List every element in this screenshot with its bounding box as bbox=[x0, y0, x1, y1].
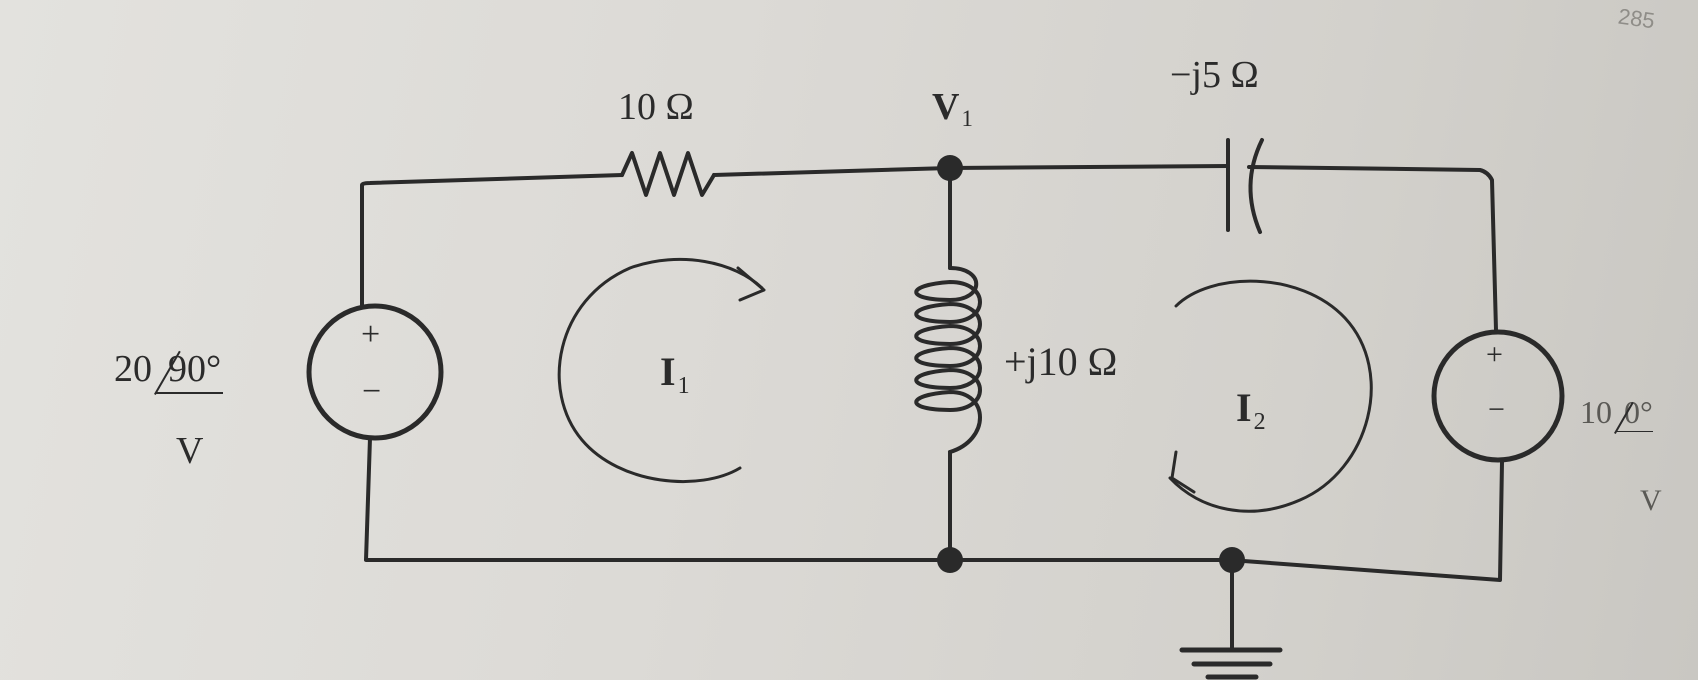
mesh-current-i2-name: I bbox=[1236, 385, 1252, 430]
right-source-plus: + bbox=[1486, 338, 1503, 371]
node-v1-dot bbox=[937, 155, 963, 181]
right-source-angle: 0° bbox=[1616, 396, 1653, 432]
left-source-magnitude: 20 bbox=[114, 348, 152, 390]
top-right-wire-b bbox=[1247, 165, 1498, 332]
node-v1-label: V1 bbox=[932, 86, 973, 130]
left-source-circle bbox=[306, 303, 444, 441]
top-left-wire bbox=[360, 173, 624, 307]
node-v1-name: V bbox=[932, 86, 960, 128]
node-bottom-dot bbox=[937, 547, 963, 573]
capacitor-plate-curved bbox=[1248, 138, 1264, 234]
mesh-arrow-i1 bbox=[557, 257, 764, 484]
right-source-minus: − bbox=[1488, 393, 1505, 426]
top-middle-wire bbox=[712, 166, 952, 177]
right-source-circle bbox=[1431, 329, 1565, 463]
mesh-current-i2-sub: 2 bbox=[1253, 408, 1266, 435]
left-source-unit: V bbox=[176, 430, 204, 472]
capacitor-label: −j5 Ω bbox=[1170, 54, 1259, 96]
ground-symbol bbox=[1179, 647, 1283, 680]
right-source-magnitude: 10 bbox=[1580, 394, 1612, 430]
top-right-wire-a bbox=[948, 164, 1230, 170]
inductor-coil bbox=[914, 266, 982, 454]
left-source-plus: + bbox=[361, 316, 381, 353]
mesh-current-i1-sub: 1 bbox=[677, 372, 690, 399]
left-source-minus: − bbox=[362, 373, 382, 410]
resistor-label: 10 Ω bbox=[618, 86, 694, 128]
corner-page-number: 285 bbox=[1616, 3, 1657, 34]
mesh-current-i1-label: I1 bbox=[660, 349, 690, 398]
left-bottom-wire bbox=[364, 436, 1504, 582]
inductor-label: +j10 Ω bbox=[1004, 339, 1118, 384]
mesh-current-i1-name: I bbox=[660, 349, 676, 394]
mesh-arrowhead-i1 bbox=[736, 266, 766, 302]
left-source-angle: 90° bbox=[156, 350, 224, 394]
mesh-current-i2-label: I2 bbox=[1236, 385, 1266, 434]
node-v1-sub: 1 bbox=[961, 106, 973, 132]
mesh-arrowhead-i2 bbox=[1170, 450, 1196, 494]
mesh-arrow-i2 bbox=[1168, 279, 1373, 513]
resistor-symbol bbox=[620, 151, 716, 197]
ground-node-dot bbox=[1219, 547, 1245, 573]
right-source-unit: V bbox=[1640, 484, 1662, 517]
